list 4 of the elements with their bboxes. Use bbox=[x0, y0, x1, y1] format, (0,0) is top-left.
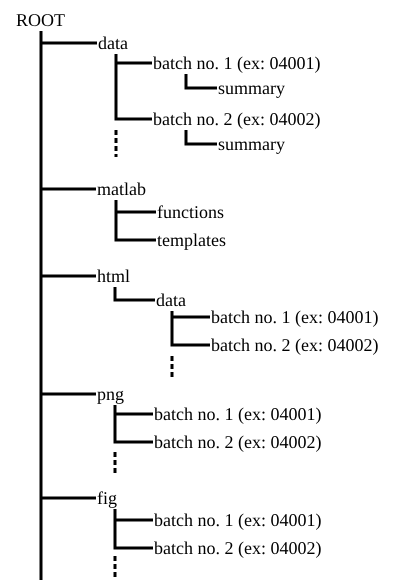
folder-label: fig bbox=[96, 488, 118, 508]
tree-connector bbox=[184, 130, 217, 146]
tree-connector bbox=[184, 74, 217, 90]
tree-connector bbox=[114, 287, 155, 302]
